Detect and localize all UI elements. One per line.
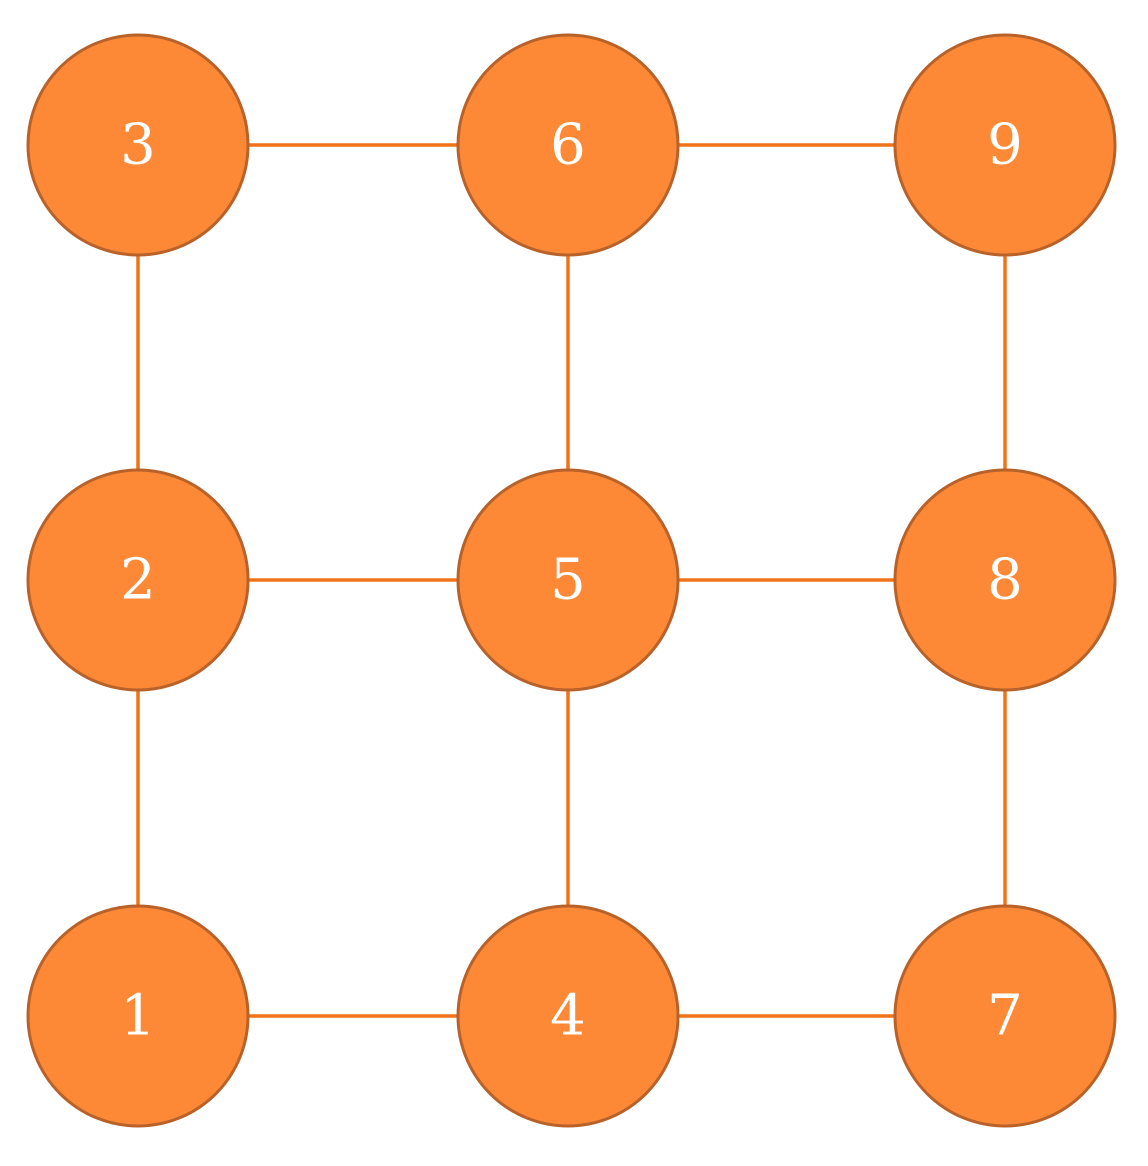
node-circle (893, 904, 1117, 1128)
node-label: 9 (987, 113, 1023, 178)
node-circle (893, 33, 1117, 257)
node-6: 6 (456, 33, 680, 257)
node-2: 2 (26, 468, 250, 692)
nodes-layer: 1 2 3 4 5 6 7 8 9 (26, 33, 1117, 1128)
node-9: 9 (893, 33, 1117, 257)
node-label: 6 (550, 113, 586, 178)
node-label: 5 (550, 548, 586, 613)
node-circle (456, 904, 680, 1128)
node-4: 4 (456, 904, 680, 1128)
node-label: 8 (987, 548, 1023, 613)
node-circle (26, 468, 250, 692)
node-label: 3 (120, 113, 156, 178)
node-label: 4 (550, 984, 586, 1049)
node-5: 5 (456, 468, 680, 692)
node-circle (893, 468, 1117, 692)
node-label: 2 (120, 548, 156, 613)
node-1: 1 (26, 904, 250, 1128)
node-circle (456, 468, 680, 692)
node-3: 3 (26, 33, 250, 257)
node-7: 7 (893, 904, 1117, 1128)
node-label: 1 (120, 984, 156, 1049)
node-8: 8 (893, 468, 1117, 692)
node-label: 7 (987, 984, 1023, 1049)
node-circle (26, 33, 250, 257)
node-circle (456, 33, 680, 257)
node-circle (26, 904, 250, 1128)
